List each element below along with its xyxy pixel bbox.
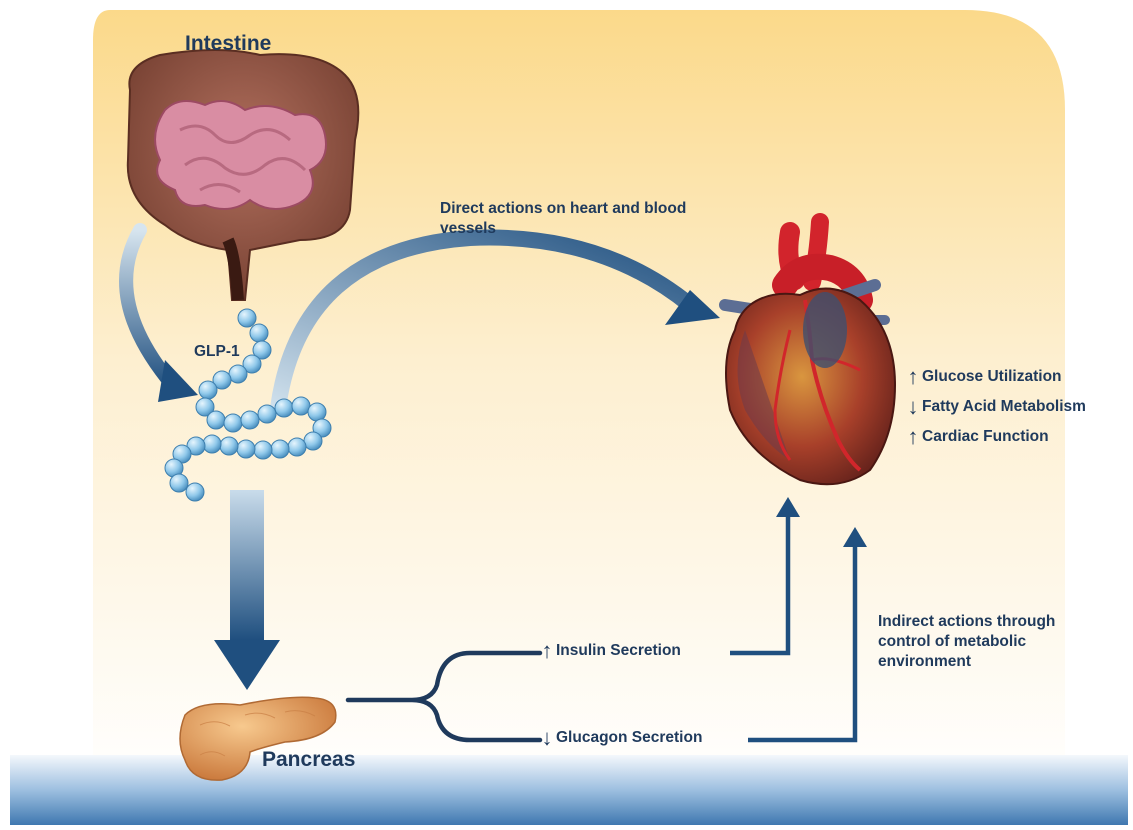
effect-label: Glucose Utilization <box>922 368 1062 385</box>
pancreas-label: Pancreas <box>262 748 355 772</box>
glucagon-down-arrow-icon: ↓ <box>538 728 556 748</box>
heart-effect-item: ↑Glucose Utilization <box>904 362 1086 392</box>
direct-actions-label: Direct actions on heart and blood vessel… <box>440 199 690 239</box>
heart-effect-item: ↓Fatty Acid Metabolism <box>904 392 1086 422</box>
effect-direction-icon: ↑ <box>904 427 922 447</box>
glp1-label: GLP-1 <box>194 343 240 361</box>
insulin-secretion-label: Insulin Secretion <box>556 642 681 659</box>
insulin-up-arrow-icon: ↑ <box>538 641 556 661</box>
effect-direction-icon: ↑ <box>904 367 922 387</box>
glucagon-secretion-row: ↓Glucagon Secretion <box>538 728 702 748</box>
indirect-actions-label: Indirect actions through control of meta… <box>878 612 1108 672</box>
floor-band <box>10 755 1128 825</box>
insulin-secretion-row: ↑Insulin Secretion <box>538 641 681 661</box>
intestine-label: Intestine <box>185 32 271 56</box>
glp1-to-pancreas-arrow-shaft <box>230 490 264 640</box>
heart-effect-item: ↑Cardiac Function <box>904 422 1086 452</box>
effect-label: Fatty Acid Metabolism <box>922 398 1086 415</box>
glucagon-secretion-label: Glucagon Secretion <box>556 729 702 746</box>
effect-direction-icon: ↓ <box>904 397 922 417</box>
effect-label: Cardiac Function <box>922 428 1049 445</box>
heart-effects-list: ↑Glucose Utilization ↓Fatty Acid Metabol… <box>904 362 1086 452</box>
